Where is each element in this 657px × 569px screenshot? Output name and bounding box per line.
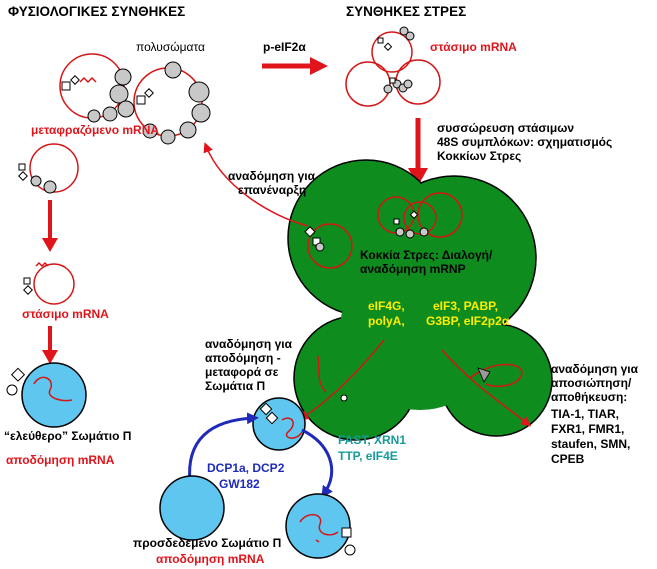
polysome-complex bbox=[59, 53, 211, 145]
free-pbody-label: “ελεύθερο” Σωμάτιο Π bbox=[4, 429, 131, 443]
central-pbody bbox=[252, 397, 306, 451]
blue-arrow-to-pbody bbox=[188, 412, 259, 483]
stalled-mrna-top-label: στάσιμο mRNA bbox=[430, 40, 517, 54]
bound-pbody bbox=[285, 493, 356, 559]
physiological-title: ΦΥΣΙΟΛΟΓΙΚΕΣ ΣΥΝΘΗΚΕΣ bbox=[8, 4, 185, 19]
dcp-line2: GW182 bbox=[219, 477, 260, 491]
silencing-line5: FXR1, FMR1, bbox=[551, 422, 624, 436]
reassembly-line1: αναδόμηση για bbox=[228, 169, 316, 183]
accumulation-line1: συσσώρευση στάσιμων bbox=[437, 121, 574, 135]
silencing-line4: TIA-1, TIAR, bbox=[551, 407, 619, 421]
fast-line2: TTP, eIF4E bbox=[338, 449, 398, 463]
left-arrow2-head bbox=[42, 350, 58, 364]
peif2a-label: p-eIF2α bbox=[263, 40, 306, 54]
sg-factor-left-line2: polyA, bbox=[368, 314, 405, 328]
free-pbody bbox=[6, 362, 87, 428]
sg-label-line1: Κοκκία Στρες: Διαλογή/ bbox=[360, 248, 493, 262]
accumulation-line3: Κοκκίων Στρες bbox=[437, 149, 521, 163]
stalled-mrna-left-label: στάσιμο mRNA bbox=[22, 307, 109, 321]
left-arrow1-head bbox=[42, 238, 58, 252]
empty-pbody bbox=[159, 475, 225, 541]
sg-factor-left-line1: eIF4G, bbox=[368, 299, 405, 313]
stalled-mrna-complex-top bbox=[345, 26, 441, 107]
mrna-decay-left-label: αποδόμηση mRNA bbox=[6, 453, 115, 467]
polysomes-label: πολυσώματα bbox=[136, 40, 205, 54]
silencing-line7: CPEB bbox=[551, 452, 585, 466]
decay-remodel-line4: Σωμάτια Π bbox=[205, 379, 265, 393]
reassembly-arrow bbox=[203, 142, 309, 227]
sg-mrna-strand bbox=[317, 355, 327, 393]
decay-remodel-line3: μεταφορά σε bbox=[205, 365, 279, 379]
translated-mrna-label: μεταφραζόμενο mRNA bbox=[31, 123, 159, 137]
silencing-line2: αποσιώπηση/ bbox=[551, 376, 632, 390]
sg-label-line2: αναδόμηση mRNP bbox=[360, 262, 466, 276]
accumulation-line2: 48S συμπλόκων: σχηματισμός bbox=[437, 135, 612, 149]
stress-arrowhead bbox=[408, 168, 428, 186]
fast-line1: FAST, XRN1 bbox=[338, 433, 406, 447]
reassembly-line2: επανέναρξη bbox=[238, 183, 306, 197]
bound-pbody-label: προσδεδεμένο Σωμάτιο Π bbox=[133, 536, 281, 550]
blue-arrow-to-bound-pbody bbox=[301, 428, 334, 499]
sg-to-storage-arrow bbox=[441, 349, 532, 427]
silencing-line3: αποθήκευση: bbox=[551, 390, 627, 404]
sg-mrnp-cluster bbox=[304, 192, 463, 269]
sg-factor-right-line2: G3BP, eIF2p2α bbox=[426, 314, 510, 328]
decay-remodel-line2: αποδόμηση - bbox=[205, 351, 281, 365]
dcp-line1: DCP1a, DCP2 bbox=[207, 461, 285, 475]
sg-to-pbody-arrow bbox=[298, 339, 385, 421]
stress-title: ΣΥΝΘΗΚΕΣ ΣΤΡΕΣ bbox=[346, 4, 466, 19]
peif2a-arrowhead bbox=[310, 57, 328, 75]
single-ribosome-mrna bbox=[18, 143, 79, 194]
decay-remodel-line1: αναδόμηση για bbox=[205, 337, 293, 351]
silencing-line6: staufen, SMN, bbox=[551, 437, 630, 451]
mrna-decay-bottom-label: αποδόμηση mRNA bbox=[156, 552, 265, 566]
silencing-line1: αναδόμηση για bbox=[551, 362, 639, 376]
stored-mrna-protein bbox=[477, 367, 491, 383]
stored-mrna bbox=[469, 363, 523, 388]
stalled-mrna-left bbox=[23, 261, 75, 305]
sg-factor-right-line1: eIF3, PABP, bbox=[433, 299, 498, 313]
